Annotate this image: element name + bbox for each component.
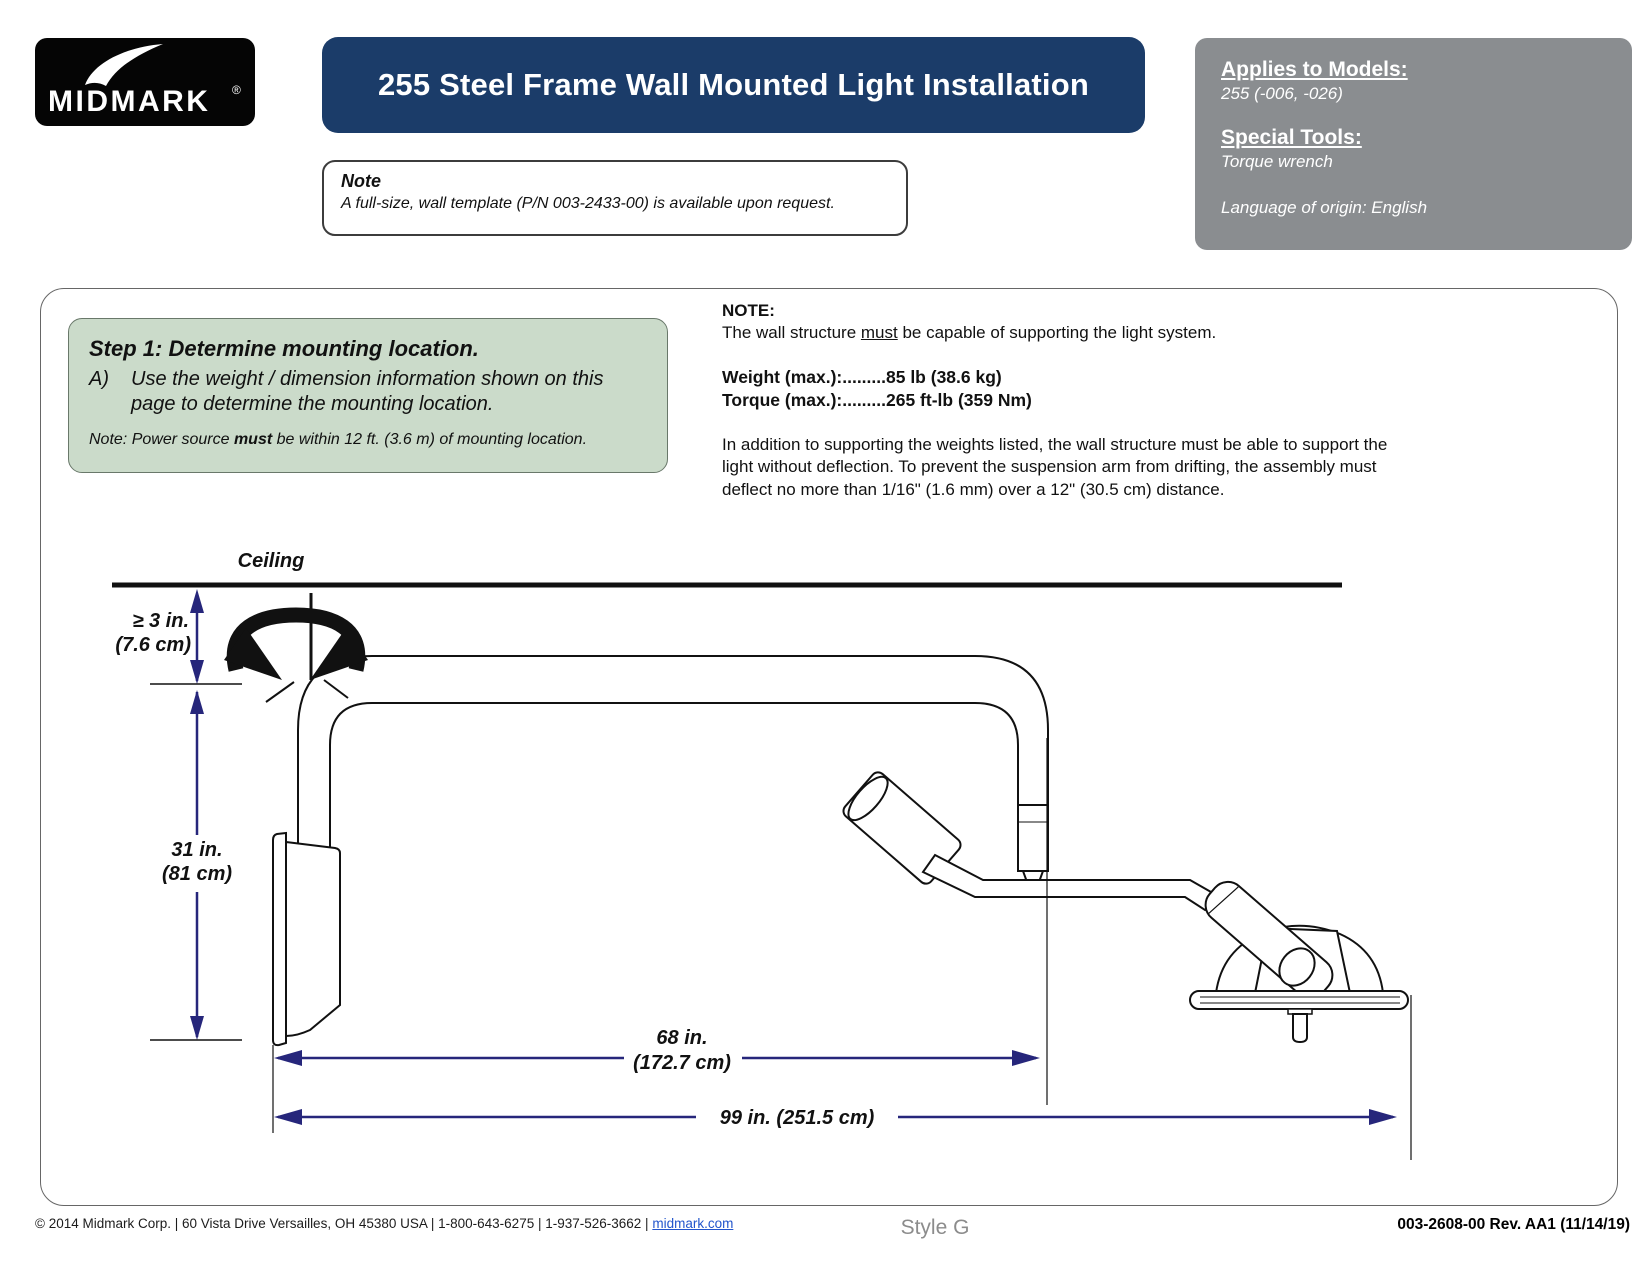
footer-copyright: © 2014 Midmark Corp. | 60 Vista Drive Ve… — [35, 1216, 733, 1231]
wall-note-pre: The wall structure — [722, 323, 861, 343]
note-title: Note — [341, 171, 381, 191]
midmark-logo-graphic: MIDMARK ® — [48, 44, 241, 118]
models-heading: Applies to Models: — [1221, 58, 1408, 81]
step1-item-a: A) Use the weight / dimension informatio… — [89, 367, 647, 417]
language-of-origin: Language of origin: English — [1221, 198, 1428, 218]
info-panel: Applies to Models: 255 (-006, -026) Spec… — [1195, 38, 1632, 250]
dim-mount-height: 31 in. (81 cm) — [150, 690, 242, 1041]
wall-note-line: The wall structure must be capable of su… — [722, 322, 1417, 344]
yoke-joint — [1278, 947, 1316, 987]
wall-structure-note: NOTE: The wall structure must be capable… — [722, 300, 1417, 501]
dim-ceiling-gap-cm-label: (7.6 cm) — [115, 634, 191, 656]
rotation-arrows-icon — [224, 607, 368, 703]
footer-doc-number: 003-2608-00 Rev. AA1 (11/14/19) — [1397, 1216, 1630, 1233]
note-body: A full-size, wall template (P/N 003-2433… — [341, 195, 835, 212]
models-value: 255 (-006, -026) — [1221, 84, 1343, 104]
dim-height-in-label: 31 in. — [171, 839, 222, 861]
dim-total-label: 99 in. (251.5 cm) — [720, 1107, 875, 1129]
step1-note-post: be within 12 ft. (3.6 m) of mounting loc… — [272, 431, 588, 448]
dim-total-reach: 99 in. (251.5 cm) — [274, 1106, 1397, 1129]
footer-copyright-text: © 2014 Midmark Corp. | 60 Vista Drive Ve… — [35, 1216, 649, 1231]
dim-reach-in-label: 68 in. — [656, 1027, 707, 1049]
wall-note-must: must — [860, 323, 898, 343]
logo-wordmark: MIDMARK — [48, 85, 210, 118]
installation-diagram: Ceiling — [112, 550, 1412, 1160]
deflection-paragraph: In addition to supporting the weights li… — [722, 435, 1388, 499]
step1-item-text: Use the weight / dimension information s… — [131, 368, 604, 415]
step1-note-bold: must — [233, 431, 273, 448]
special-tools-value: Torque wrench — [1221, 152, 1333, 172]
arm-joint — [1017, 804, 1049, 886]
light-lens — [1189, 990, 1409, 1010]
title-bar: 255 Steel Frame Wall Mounted Light Insta… — [322, 37, 1145, 133]
wall-plate — [272, 831, 341, 1047]
page-title: 255 Steel Frame Wall Mounted Light Insta… — [377, 67, 1090, 102]
dim-height-cm-label: (81 cm) — [162, 863, 232, 885]
footer-style-label: Style G — [900, 1216, 970, 1239]
dim-ceiling-gap-in-label: ≥ 3 in. — [132, 610, 189, 632]
light-handle — [1287, 1008, 1313, 1044]
torque-max-line: Torque (max.):.........265 ft-lb (359 Nm… — [722, 390, 1032, 411]
wall-note-heading: NOTE: — [722, 301, 775, 320]
weight-max-line: Weight (max.):.........85 lb (38.6 kg) — [722, 367, 1002, 388]
step1-note-pre: Note: Power source — [89, 431, 234, 448]
step1-item-label: A) — [89, 368, 109, 390]
wall-note-post: be capable of supporting the light syste… — [897, 323, 1217, 343]
midmark-link[interactable]: midmark.com — [652, 1216, 734, 1231]
step1-box: Step 1: Determine mounting location. A) … — [68, 318, 668, 473]
dim-ceiling-gap: ≥ 3 in. (7.6 cm) — [115, 589, 242, 685]
special-tools-heading: Special Tools: — [1221, 126, 1362, 150]
logo-registered-mark: ® — [232, 83, 241, 97]
ceiling-label: Ceiling — [238, 550, 305, 572]
step1-power-note: Note: Power source must be within 12 ft.… — [89, 431, 647, 449]
dim-reach-cm-label: (172.7 cm) — [633, 1052, 731, 1074]
step1-heading: Step 1: Determine mounting location. — [89, 336, 479, 361]
light-arm — [921, 853, 1220, 912]
midmark-logo: MIDMARK ® — [35, 38, 255, 126]
dim-arm-reach: 68 in. (172.7 cm) — [274, 1027, 1040, 1074]
logo-swoosh-icon — [85, 44, 163, 86]
template-note-box: Note A full-size, wall template (P/N 003… — [322, 160, 908, 236]
